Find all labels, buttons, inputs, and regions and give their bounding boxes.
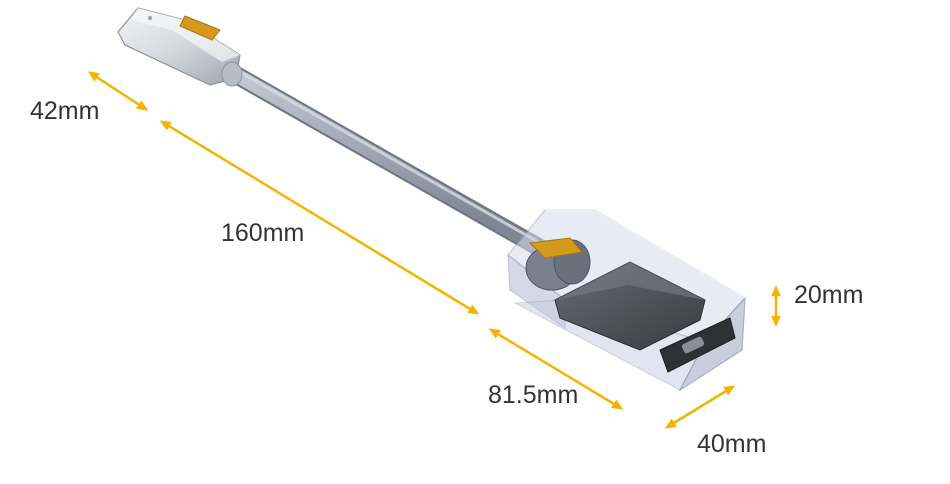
box-length-label: 81.5mm xyxy=(488,381,578,409)
box-width-arrow xyxy=(664,385,736,429)
box-height-label: 20mm xyxy=(794,281,863,309)
dimension-arrows xyxy=(87,71,781,429)
box-length-arrow xyxy=(488,328,624,410)
connector-length-arrow xyxy=(87,71,149,111)
connector-plug xyxy=(117,7,243,87)
connector-length-label: 42mm xyxy=(30,97,99,125)
cable-length-label: 160mm xyxy=(221,219,304,247)
cable-length-arrow xyxy=(159,120,480,315)
box-width-label: 40mm xyxy=(697,430,766,458)
enclosure-box xyxy=(507,209,746,392)
